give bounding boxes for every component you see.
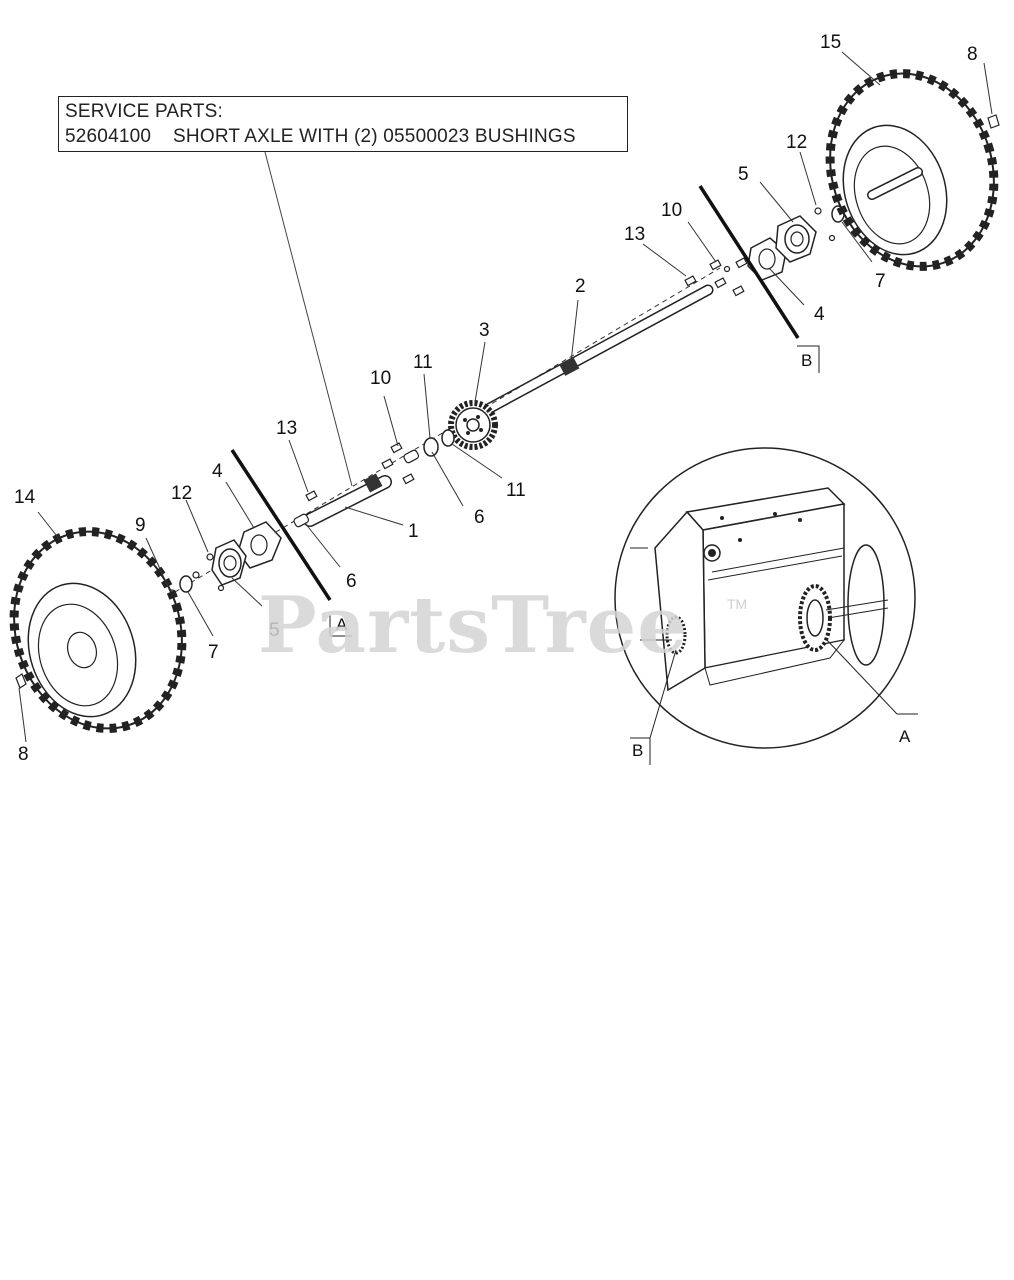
section-bracket-a [329,615,352,637]
right-tire [825,69,999,271]
callout-10-right: 10 [661,200,682,221]
left-washer-7 [179,575,193,593]
service-parts-heading: SERVICE PARTS: [65,101,224,122]
callout-3: 3 [479,320,490,341]
watermark-trademark: TM [727,596,748,612]
callout-10-left: 10 [370,368,391,389]
partstree-watermark: PartsTree [258,580,688,671]
callout-leaders [18,51,993,743]
section-bracket-b [797,345,820,373]
service-leader-line [264,151,353,487]
callout-5-left: 5 [269,620,280,641]
callout-6-upper: 6 [474,507,485,528]
callout-15: 15 [820,32,841,53]
callout-5-right: 5 [738,164,749,185]
inset-label-a: A [899,727,911,746]
callout-12-right: 12 [786,132,807,153]
callout-7-left: 7 [208,642,219,663]
left-tire [9,527,187,733]
inset-label-b: B [632,741,643,760]
callout-11-lower: 11 [506,480,526,501]
section-label-b: B [801,351,812,370]
callout-13-left: 13 [276,418,297,439]
callout-14: 14 [14,487,36,508]
callout-2: 2 [575,276,586,297]
inset-bracket-b [630,737,651,765]
section-line-b [698,185,800,339]
callout-4-left: 4 [212,461,223,482]
left-bearing [211,539,247,586]
right-bearing [775,215,817,263]
inset-leader-b [649,649,677,739]
long-axle [484,284,714,414]
left-tire-valve [15,673,27,689]
callout-8-right: 8 [967,44,978,65]
sprocket-gear [448,400,498,450]
callout-4-right: 4 [814,304,825,325]
callout-13-right: 13 [624,224,645,245]
callout-7-right: 7 [875,271,886,292]
inset-view [614,447,916,749]
short-axle [303,473,392,527]
section-label-a: A [336,615,348,634]
service-parts-description: 52604100 SHORT AXLE WITH (2) 05500023 BU… [65,126,576,147]
callout-1: 1 [408,521,419,542]
callout-6-lower: 6 [346,571,357,592]
right-tire-valve [987,114,1000,129]
bushing-6-upper [403,449,420,464]
callout-8-left: 8 [18,744,29,765]
callout-11-upper: 11 [413,352,433,373]
washer-11-a [441,429,455,447]
washer-11-b [423,437,439,457]
callout-9: 9 [135,515,146,536]
callout-12-left: 12 [171,483,192,504]
section-line-a [230,449,332,601]
small-hardware [168,207,836,597]
service-parts-box: SERVICE PARTS: 52604100 SHORT AXLE WITH … [58,96,628,152]
inset-leader-a [824,637,898,715]
